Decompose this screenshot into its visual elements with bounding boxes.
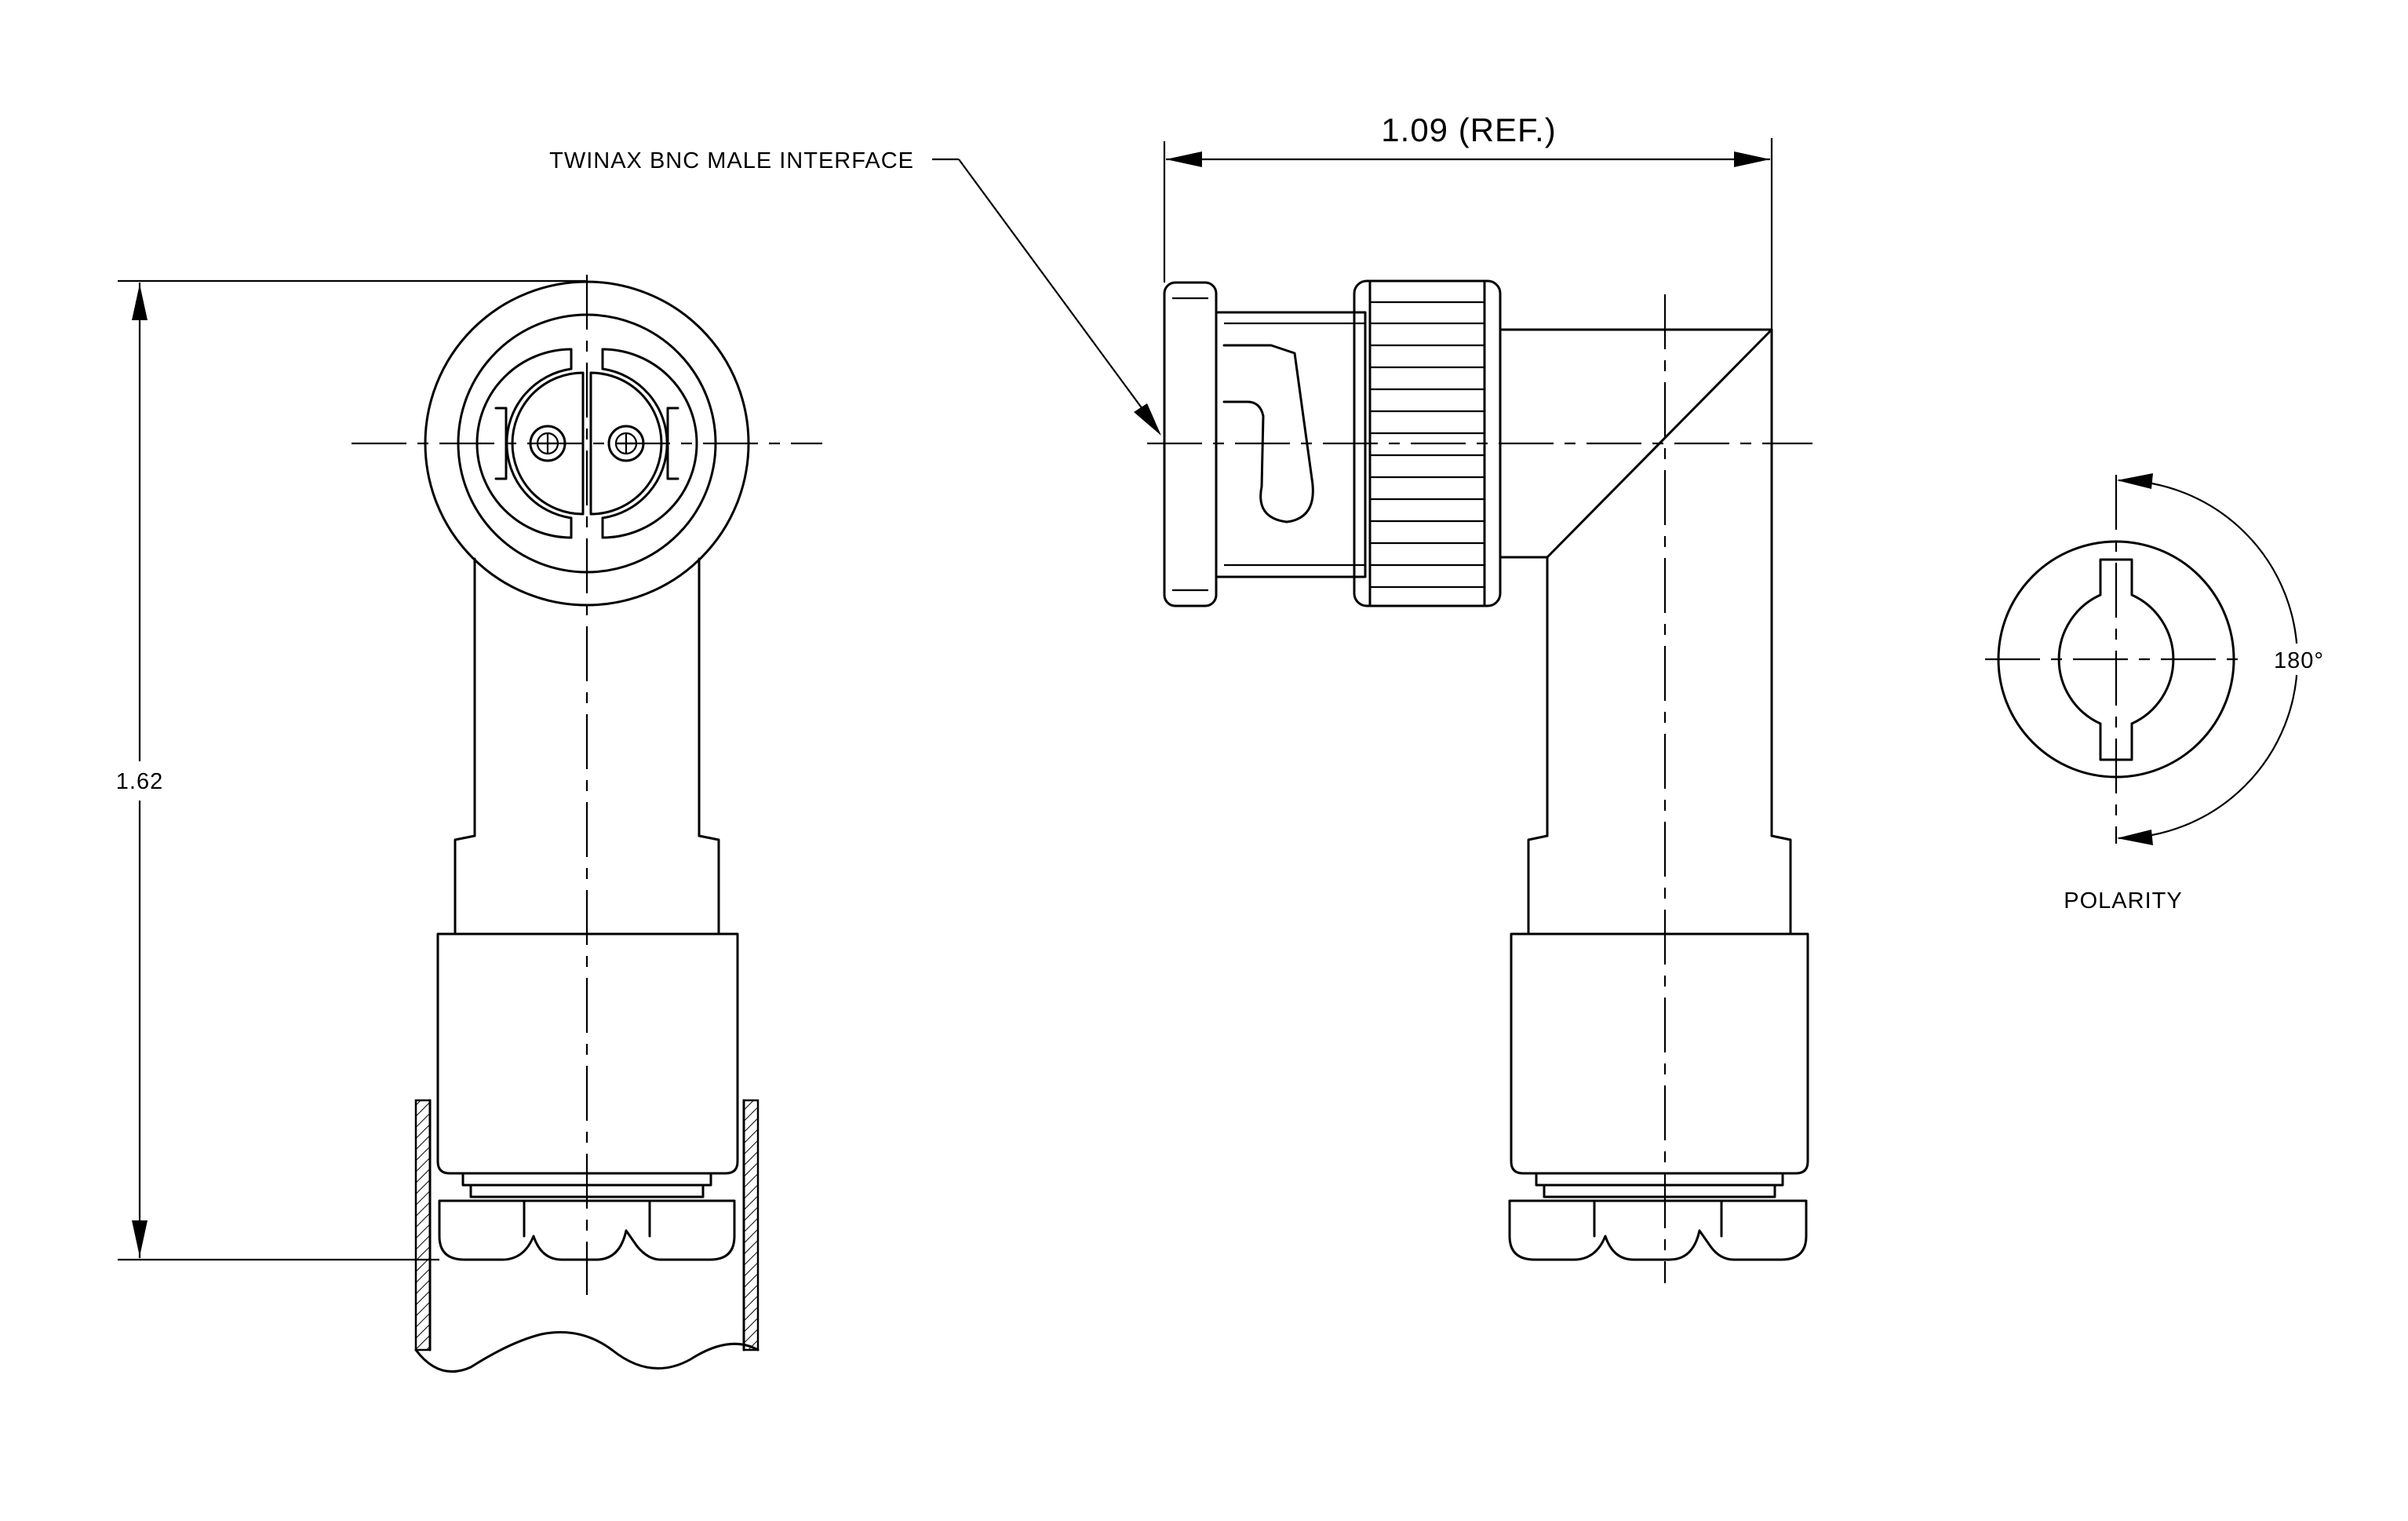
polarity-title: POLARITY <box>2064 888 2182 914</box>
height-dimension: 1.62 <box>116 279 587 1261</box>
side-view <box>1147 279 1812 1283</box>
interface-callout: TWINAX BNC MALE INTERFACE <box>549 148 1161 436</box>
height-label: 1.62 <box>116 769 163 794</box>
knurling <box>1370 301 1485 589</box>
polarity-view: 180° POLARITY <box>1985 473 2329 914</box>
interface-callout-label: TWINAX BNC MALE INTERFACE <box>549 148 914 173</box>
polarity-angle-label: 180° <box>2274 648 2324 673</box>
width-dimension: 1.09 (REF.) <box>1163 111 1773 330</box>
front-view <box>352 275 822 1373</box>
reference-width-label: 1.09 (REF.) <box>1381 111 1556 148</box>
